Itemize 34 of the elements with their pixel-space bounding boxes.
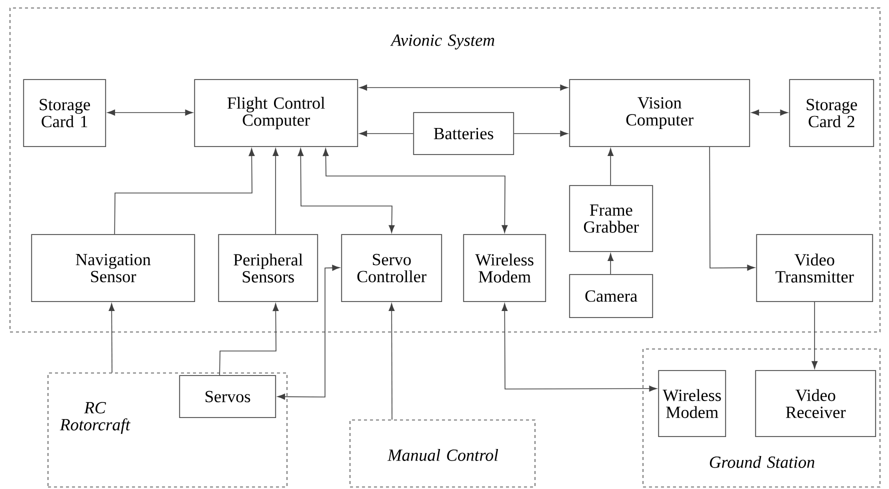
block-box: Wireless Modem	[658, 370, 726, 438]
arrow	[322, 148, 508, 233]
arrow	[709, 146, 755, 271]
block-box: Batteries	[413, 112, 514, 156]
arrow	[359, 84, 568, 91]
block-box: Video Transmitter	[756, 234, 874, 302]
arrow	[608, 253, 614, 275]
arrow	[272, 148, 279, 235]
block-box: Wireless Modem	[463, 234, 546, 302]
block-box: Navigation Sensor	[31, 234, 196, 302]
block-box: Vision Computer	[569, 79, 750, 148]
arrow	[107, 110, 193, 116]
block-box: Storage Card 2	[789, 79, 874, 148]
block-box: Peripheral Sensors	[218, 234, 318, 302]
block-box: Flight Control Computer	[194, 79, 358, 148]
group-box: Manual Control	[350, 420, 536, 488]
arrow	[608, 148, 614, 186]
arrow	[388, 303, 395, 420]
arrow	[277, 264, 340, 400]
arrow	[114, 148, 255, 235]
block-box: Storage Card 1	[23, 79, 106, 148]
arrow	[514, 130, 568, 137]
block-box: Camera	[569, 274, 654, 318]
arrow	[219, 303, 279, 376]
arrow	[298, 148, 395, 233]
arrow	[502, 303, 657, 392]
arrow	[751, 110, 788, 116]
arrow	[812, 302, 818, 369]
block-box: Video Receiver	[755, 370, 876, 438]
arrow	[359, 130, 414, 137]
arrow	[108, 303, 115, 373]
block-box: Servos	[179, 375, 276, 418]
block-box: Frame Grabber	[569, 185, 654, 252]
block-box: Servo Controller	[341, 234, 442, 302]
